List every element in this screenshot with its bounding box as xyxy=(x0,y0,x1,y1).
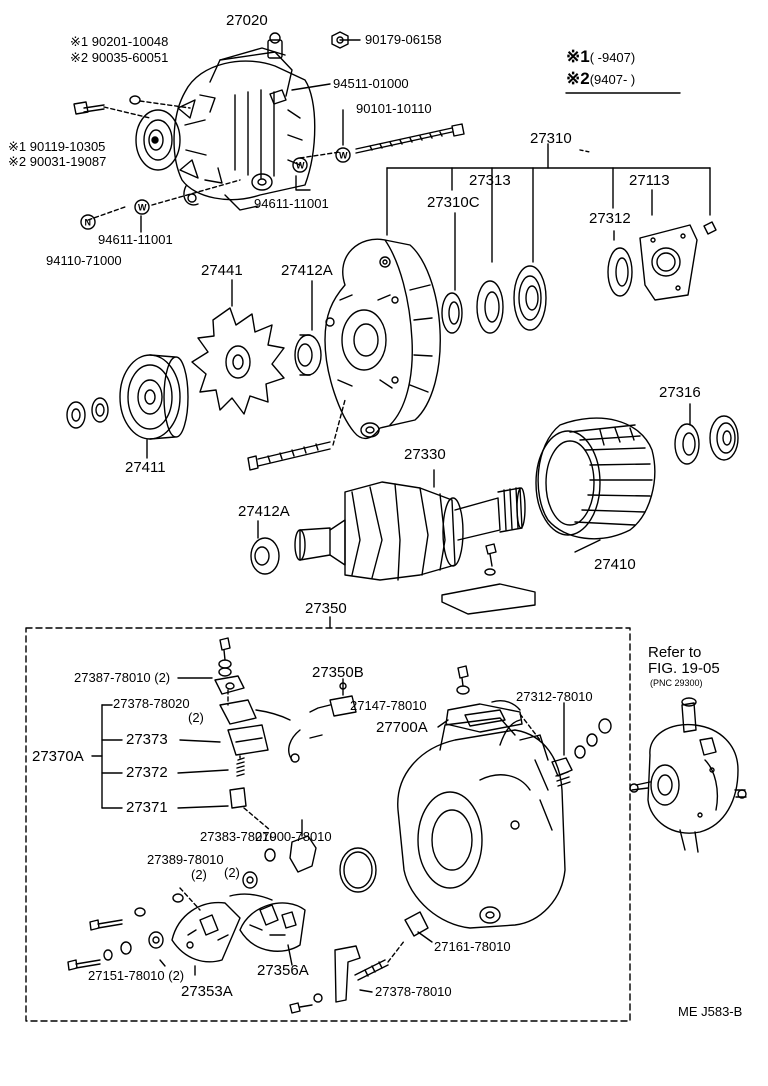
note2-label: ※2(9407- ) xyxy=(566,69,636,88)
top-hardware xyxy=(73,31,465,233)
brush-holder-parts xyxy=(214,637,291,809)
label-94511: 94511-01000 xyxy=(333,76,409,91)
label-27147: 27147-78010 xyxy=(350,698,427,713)
o-ring xyxy=(339,847,377,893)
label-27310C: 27310C xyxy=(427,194,480,211)
label-27161: 27161-78010 xyxy=(434,939,511,954)
label-27378-78020: 27378-78020 xyxy=(113,696,190,711)
label-27441: 27441 xyxy=(201,262,243,279)
leaders-box xyxy=(179,689,541,976)
label-90101: 90101-10110 xyxy=(356,101,432,116)
label-27312: 27312 xyxy=(589,210,631,227)
label-27020: 27020 xyxy=(226,12,268,29)
svg-text:W: W xyxy=(339,151,348,161)
kit-27350-box xyxy=(25,627,631,1022)
washer-symbols: W W W N xyxy=(80,147,351,230)
bearing-stack xyxy=(441,247,633,334)
screws-27151 xyxy=(67,893,184,971)
bracket-27161 xyxy=(289,911,433,1014)
label-27383-qty: (2) xyxy=(224,865,240,880)
alternator-assembly xyxy=(135,32,316,211)
part-27383 xyxy=(229,848,276,901)
spacer-top xyxy=(294,334,322,376)
fan xyxy=(191,307,285,415)
label-27383: 27383-78010 xyxy=(200,829,277,844)
label-90119: ※1 90119-10305 xyxy=(8,139,106,154)
label-27370A: 27370A xyxy=(32,748,84,765)
diagram-code: ME J583-B xyxy=(678,1004,743,1019)
label-27313: 27313 xyxy=(469,172,511,189)
ref-line-3: (PNC 29300) xyxy=(650,678,703,688)
part-27900 xyxy=(289,819,317,873)
ref-line-1: Refer to xyxy=(648,644,702,661)
label-27389: 27389-78010 xyxy=(147,852,224,867)
label-27412A-lower: 27412A xyxy=(238,503,290,520)
regulator-27700A xyxy=(437,665,523,733)
note2-range: (9407- ) xyxy=(589,72,636,87)
spacer-lower xyxy=(250,537,280,575)
label-27410: 27410 xyxy=(594,556,636,573)
label-27387: 27387-78010 (2) xyxy=(74,670,171,685)
label-27372: 27372 xyxy=(126,764,168,781)
note1-mark: ※1 xyxy=(566,47,590,66)
label-94110: 94110-71000 xyxy=(46,253,122,268)
label-27312-78010: 27312-78010 xyxy=(516,689,593,704)
reference-pump-29300 xyxy=(629,697,747,853)
retainer-plate xyxy=(639,221,717,301)
label-27373: 27373 xyxy=(126,731,168,748)
pulley xyxy=(66,354,189,440)
label-27389-qty: (2) xyxy=(191,867,207,882)
ref-line-2: FIG. 19-05 xyxy=(648,660,720,677)
svg-text:W: W xyxy=(296,161,305,171)
svg-text:W: W xyxy=(138,203,147,213)
note2-mark: ※2 xyxy=(566,69,590,88)
reference-tree-27310 xyxy=(386,143,711,291)
label-94611b: 94611-11001 xyxy=(98,232,173,247)
drive-end-frame xyxy=(324,238,441,439)
label-90035: ※2 90035-60051 xyxy=(70,50,169,65)
part-27350B xyxy=(288,678,357,763)
terminal-parts xyxy=(551,702,612,787)
label-27330: 27330 xyxy=(404,446,446,463)
bearing-27316 xyxy=(674,403,739,465)
label-94611a: 94611-11001 xyxy=(254,196,329,211)
brush-plates xyxy=(171,901,306,963)
leaders-middle xyxy=(146,279,601,553)
note1-range: ( -9407) xyxy=(589,50,636,65)
label-27700A: 27700A xyxy=(376,719,428,736)
label-27113: 27113 xyxy=(629,172,670,189)
stator xyxy=(535,417,656,540)
label-27378-78010: 27378-78010 xyxy=(375,984,452,999)
label-27412A-top: 27412A xyxy=(281,262,333,279)
label-27316: 27316 xyxy=(659,384,701,401)
label-90031: ※2 90031-19087 xyxy=(8,154,107,169)
insulator-plate xyxy=(441,543,536,615)
label-90201: ※1 90201-10048 xyxy=(70,34,169,49)
rotor xyxy=(294,481,526,581)
label-27310: 27310 xyxy=(530,130,572,147)
label-27378-78020-qty: (2) xyxy=(188,710,204,725)
label-27151: 27151-78010 (2) xyxy=(88,968,185,983)
through-bolt xyxy=(247,399,346,471)
label-27900: 27900-78010 xyxy=(255,829,332,844)
note1-label: ※1( -9407) xyxy=(566,47,636,66)
label-27371: 27371 xyxy=(126,799,168,816)
label-90179: 90179-06158 xyxy=(365,32,442,47)
label-27356A: 27356A xyxy=(257,962,309,979)
rectifier-end-frame xyxy=(397,717,566,929)
label-27350B: 27350B xyxy=(312,664,364,681)
label-27350: 27350 xyxy=(305,600,347,617)
label-27353A: 27353A xyxy=(181,983,233,1000)
label-27411: 27411 xyxy=(125,459,166,476)
svg-text:N: N xyxy=(85,218,92,228)
tree-27370A xyxy=(91,677,229,809)
